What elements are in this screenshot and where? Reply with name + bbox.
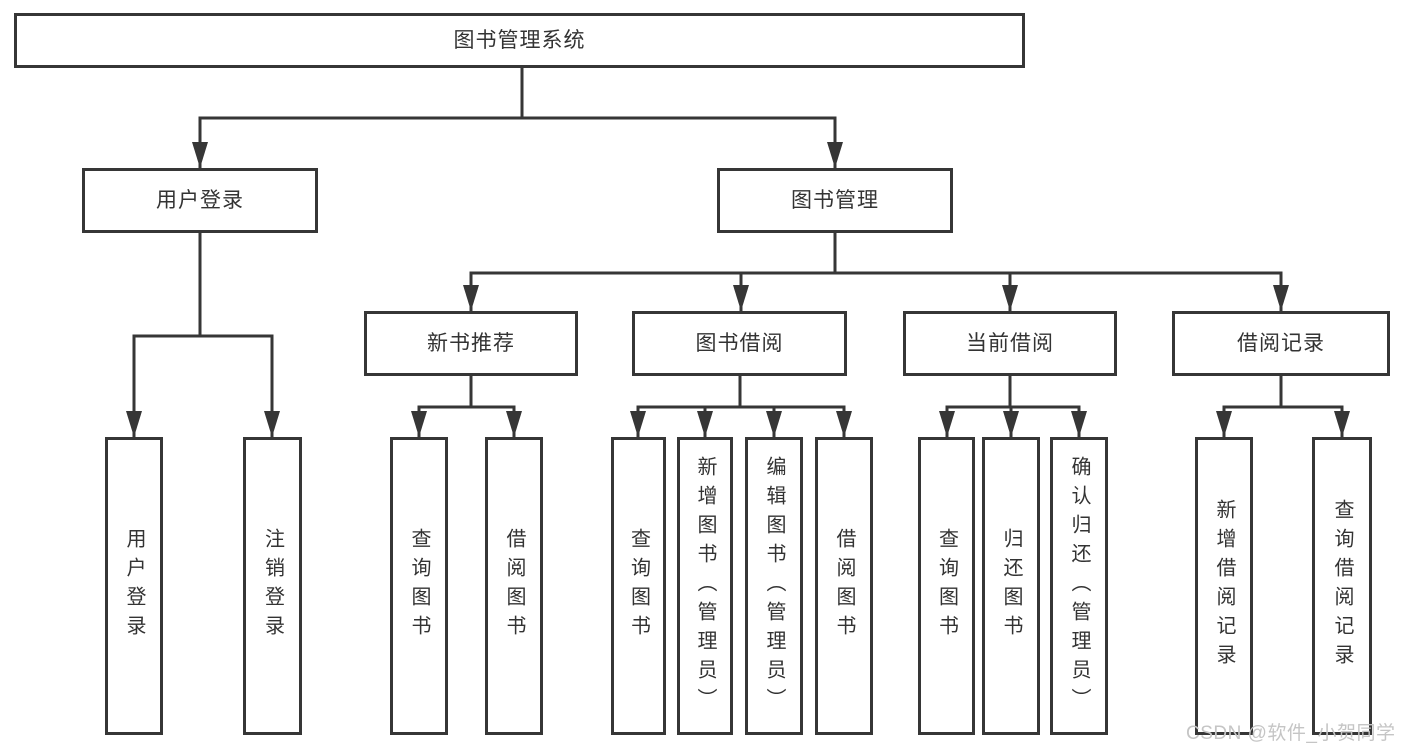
- arrowhead-icon-7: [264, 411, 280, 437]
- node-rec-borrow-book: 借阅图书: [485, 437, 543, 735]
- arrowhead-icon-15: [1003, 411, 1019, 437]
- node-bb-edit-book: 编辑图书（管理员）: [745, 437, 803, 735]
- node-label-book-borrow: 图书借阅: [695, 332, 784, 355]
- arrowhead-icon-2: [463, 285, 479, 311]
- arrowhead-icon-14: [939, 411, 955, 437]
- node-label-book-mgmt: 图书管理: [791, 189, 879, 212]
- connector-line-3: [132, 334, 274, 439]
- node-borrow-records: 借阅记录: [1172, 311, 1390, 376]
- arrowhead-icon-0: [192, 142, 208, 168]
- node-label-rec-borrow-book: 借阅图书: [503, 528, 525, 644]
- node-book-mgmt: 图书管理: [717, 168, 953, 233]
- node-cb-query-book: 查询图书: [918, 437, 975, 735]
- node-cb-confirm-return: 确认归还（管理员）: [1050, 437, 1108, 735]
- arrowhead-icon-18: [1334, 411, 1350, 437]
- arrowhead-icon-13: [836, 411, 852, 437]
- connector-line-9: [417, 405, 516, 439]
- watermark: CSDN @软件_小贺同学: [1186, 723, 1396, 744]
- node-bb-borrow-book: 借阅图书: [815, 437, 873, 735]
- node-cb-return-book: 归还图书: [982, 437, 1040, 735]
- arrowhead-icon-5: [1273, 285, 1289, 311]
- node-label-current-borrow: 当前借阅: [966, 332, 1054, 355]
- node-br-query-record: 查询借阅记录: [1312, 437, 1372, 735]
- node-label-rec-query-book: 查询图书: [408, 528, 430, 644]
- connector-line-5: [469, 271, 1283, 313]
- arrowhead-icon-1: [827, 142, 843, 168]
- arrowhead-icon-17: [1216, 411, 1232, 437]
- node-current-borrow: 当前借阅: [903, 311, 1117, 376]
- arrowhead-icon-16: [1071, 411, 1087, 437]
- node-label-logout: 注销登录: [261, 528, 284, 644]
- node-label-cb-confirm-return: 确认归还（管理员）: [1068, 455, 1090, 717]
- node-new-book-rec: 新书推荐: [364, 311, 578, 376]
- node-label-new-book-rec: 新书推荐: [427, 332, 515, 355]
- node-label-login: 用户登录: [123, 528, 145, 644]
- connector-line-11: [636, 405, 846, 439]
- node-book-borrow: 图书借阅: [632, 311, 847, 376]
- arrowhead-icon-9: [506, 411, 522, 437]
- node-label-br-query-record: 查询借阅记录: [1331, 499, 1353, 673]
- node-label-bb-borrow-book: 借阅图书: [833, 528, 855, 644]
- node-label-cb-query-book: 查询图书: [935, 528, 958, 644]
- node-label-bb-add-book: 新增图书（管理员）: [694, 455, 716, 717]
- arrowhead-icon-11: [697, 411, 713, 437]
- connector-line-18: [1222, 405, 1344, 439]
- node-login: 用户登录: [105, 437, 163, 735]
- node-label-root: 图书管理系统: [453, 29, 586, 52]
- node-rec-query-book: 查询图书: [390, 437, 448, 735]
- node-label-bb-query-book: 查询图书: [627, 528, 650, 644]
- node-label-br-add-record: 新增借阅记录: [1213, 499, 1235, 673]
- node-bb-query-book: 查询图书: [611, 437, 666, 735]
- node-label-cb-return-book: 归还图书: [1000, 528, 1022, 644]
- arrowhead-icon-8: [411, 411, 427, 437]
- node-user-login: 用户登录: [82, 168, 318, 233]
- node-bb-add-book: 新增图书（管理员）: [677, 437, 733, 735]
- connector-line-1: [198, 116, 837, 170]
- node-root: 图书管理系统: [14, 13, 1025, 68]
- node-label-user-login: 用户登录: [156, 189, 244, 212]
- node-br-add-record: 新增借阅记录: [1195, 437, 1253, 735]
- arrowhead-icon-4: [1002, 285, 1018, 311]
- node-logout: 注销登录: [243, 437, 302, 735]
- arrowhead-icon-12: [766, 411, 782, 437]
- arrowhead-icon-3: [733, 285, 749, 311]
- node-label-bb-edit-book: 编辑图书（管理员）: [763, 455, 785, 717]
- arrowhead-icon-6: [126, 411, 142, 437]
- node-label-borrow-records: 借阅记录: [1237, 332, 1325, 355]
- arrowhead-icon-10: [630, 411, 646, 437]
